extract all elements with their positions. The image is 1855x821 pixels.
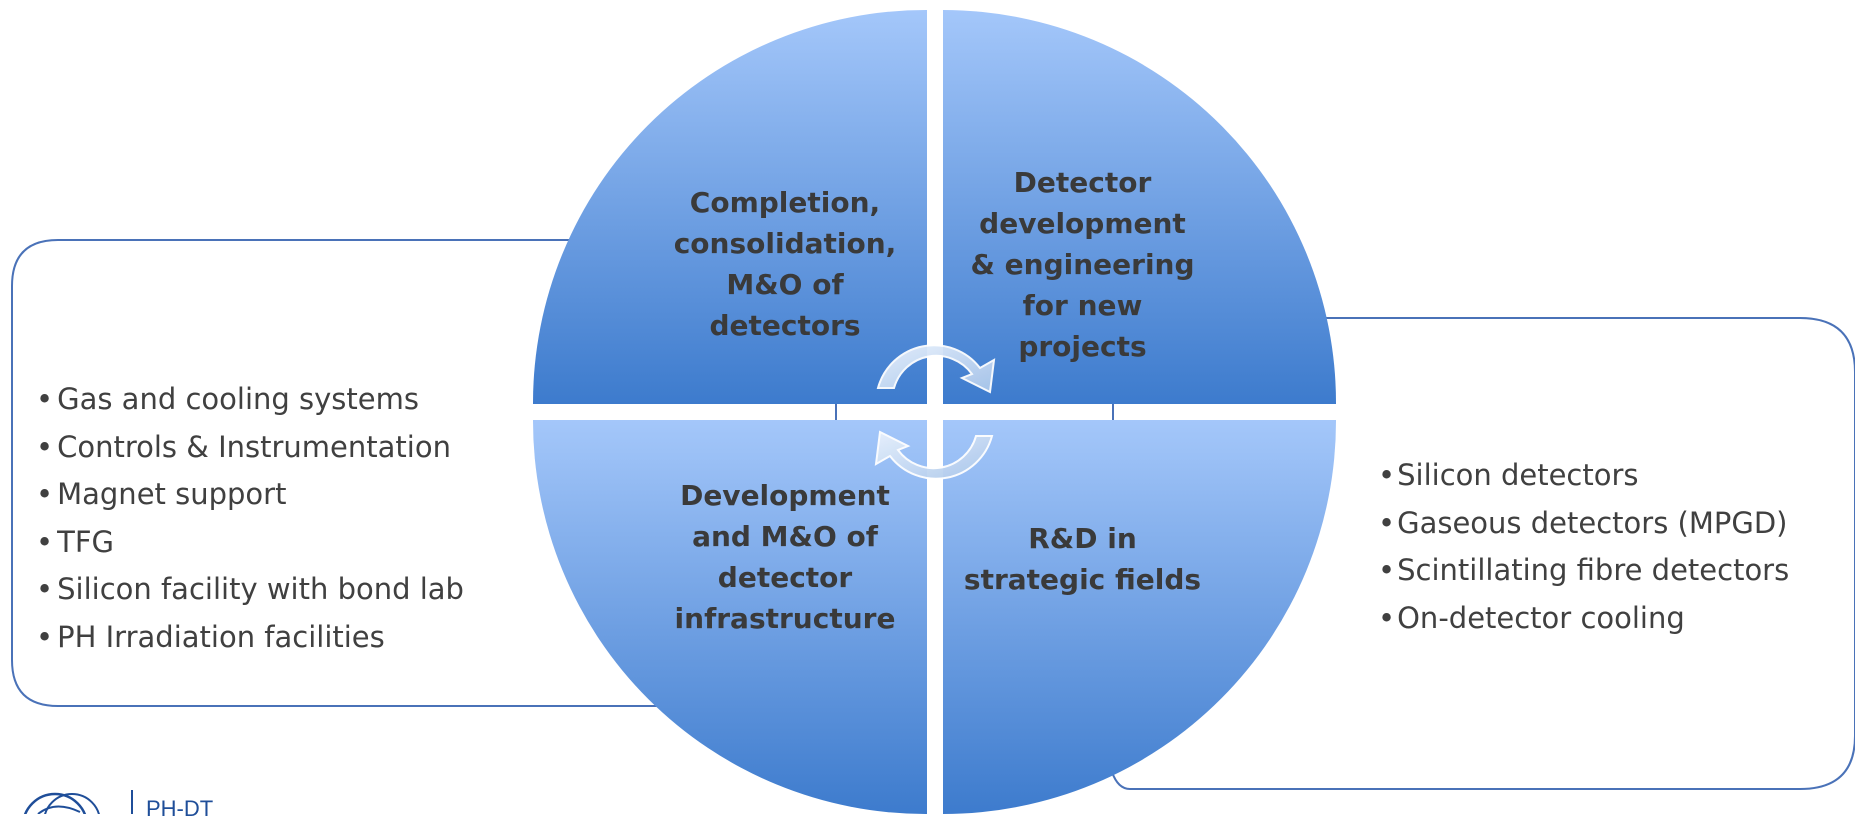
quadrant-bottom-right (943, 420, 1337, 814)
list-item: PH Irradiation facilities (36, 614, 464, 662)
list-item: Magnet support (36, 471, 464, 519)
left-box (11, 239, 660, 707)
quadrant-label-rnd: R&D in strategic fields (963, 522, 1202, 596)
list-item: TFG (36, 519, 464, 567)
list-item: Silicon facility with bond lab (36, 566, 464, 614)
list-item: Gas and cooling systems (36, 376, 464, 424)
quadrant-top-left (532, 9, 927, 405)
list-item: Controls & Instrumentation (36, 424, 464, 472)
list-item: Silicon detectors (1378, 452, 1789, 500)
right-box (1111, 317, 1855, 790)
list-item: On-detector cooling (1378, 595, 1789, 643)
quadrant-label-infrastructure: Development and M&O of detector infrastr… (674, 479, 896, 635)
quadrant-label-detector-development: Detector development & engineering for n… (970, 166, 1195, 363)
list-item: Scintillating fibre detectors (1378, 547, 1789, 595)
quadrant-label-completion: Completion, consolidation, M&O of detect… (673, 186, 897, 342)
right-bullet-list: Silicon detectors Gaseous detectors (MPG… (1378, 452, 1789, 642)
cern-logo-icon (23, 790, 133, 814)
quadrant-bottom-left (532, 420, 927, 814)
cycle-arrows-icon (874, 344, 996, 480)
list-item: Gaseous detectors (MPGD) (1378, 500, 1789, 548)
footer-label: PH-DT (146, 796, 214, 821)
quadrant-top-right (943, 10, 1337, 404)
left-bullet-list: Gas and cooling systems Controls & Instr… (36, 376, 464, 661)
